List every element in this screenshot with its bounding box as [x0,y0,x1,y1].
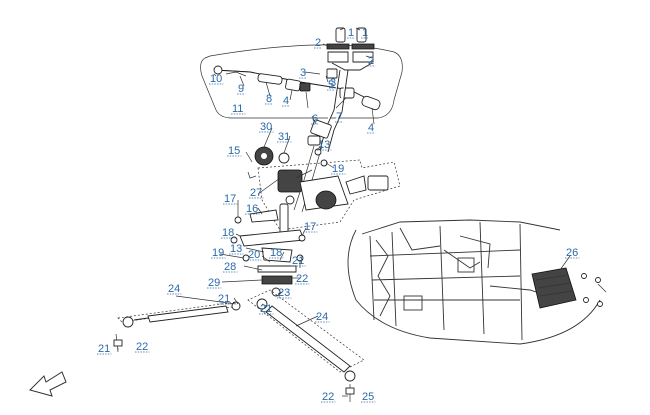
callout-label: 22 [136,341,148,353]
lower-shaft-and-brackets [230,203,306,297]
callout-label: 30 [260,121,272,133]
callout-label: 17 [224,193,236,205]
callout-label: 21 [218,293,230,305]
callout-label: 29 [208,277,220,289]
callout-label: 9 [238,83,244,95]
callout-label: 21 [292,255,304,267]
callout-label: 10 [210,73,222,85]
ecu-module [531,267,603,309]
callout-label: 25 [362,391,374,403]
callout-label: 21 [260,303,272,315]
callout-label: 13 [318,139,330,151]
callout-label: 22 [296,273,308,285]
callout-label: 1 [362,27,368,39]
callout-label: 3 [300,67,306,79]
callout-label: 19 [332,163,344,175]
callout-label: 15 [228,145,240,157]
vehicle-frame [347,219,601,345]
callout-label: 18 [270,247,282,259]
callout-label: 16 [246,203,258,215]
steering-column [293,69,349,213]
leader-lines [117,27,607,397]
handlebar-tube [213,65,381,111]
callout-label: 4 [283,95,289,107]
callout-label: 2 [315,37,321,49]
callout-label: 7 [336,111,342,123]
callout-label: 17 [304,221,316,233]
power-steering-unit [277,148,389,211]
callout-label: 19 [212,247,224,259]
rotary-parts-30-31 [247,146,290,179]
callout-label: 4 [368,122,374,134]
tie-rods [113,289,365,402]
callout-label: 6 [312,113,318,125]
callout-label: 24 [168,283,180,295]
callout-label: 1 [348,27,354,39]
callout-label: 8 [266,93,272,105]
callout-label: 3 [330,77,336,89]
callout-label: 13 [230,243,242,255]
callout-label: 5 [328,79,334,91]
callout-label: 23 [278,287,290,299]
callout-label: 2 [368,55,374,67]
handlebar-clamp-parts [326,27,375,71]
callout-label: 31 [278,131,290,143]
callout-label: 21 [98,343,110,355]
callout-label: 27 [250,187,262,199]
callout-label: 28 [224,261,236,273]
callout-label: 20 [248,249,260,261]
callout-label: 26 [566,247,578,259]
callout-label: 11 [232,103,243,115]
callout-label: 24 [316,311,328,323]
direction-arrow-icon [29,371,67,397]
callout-label: 18 [222,227,234,239]
callout-label: 22 [322,391,334,403]
